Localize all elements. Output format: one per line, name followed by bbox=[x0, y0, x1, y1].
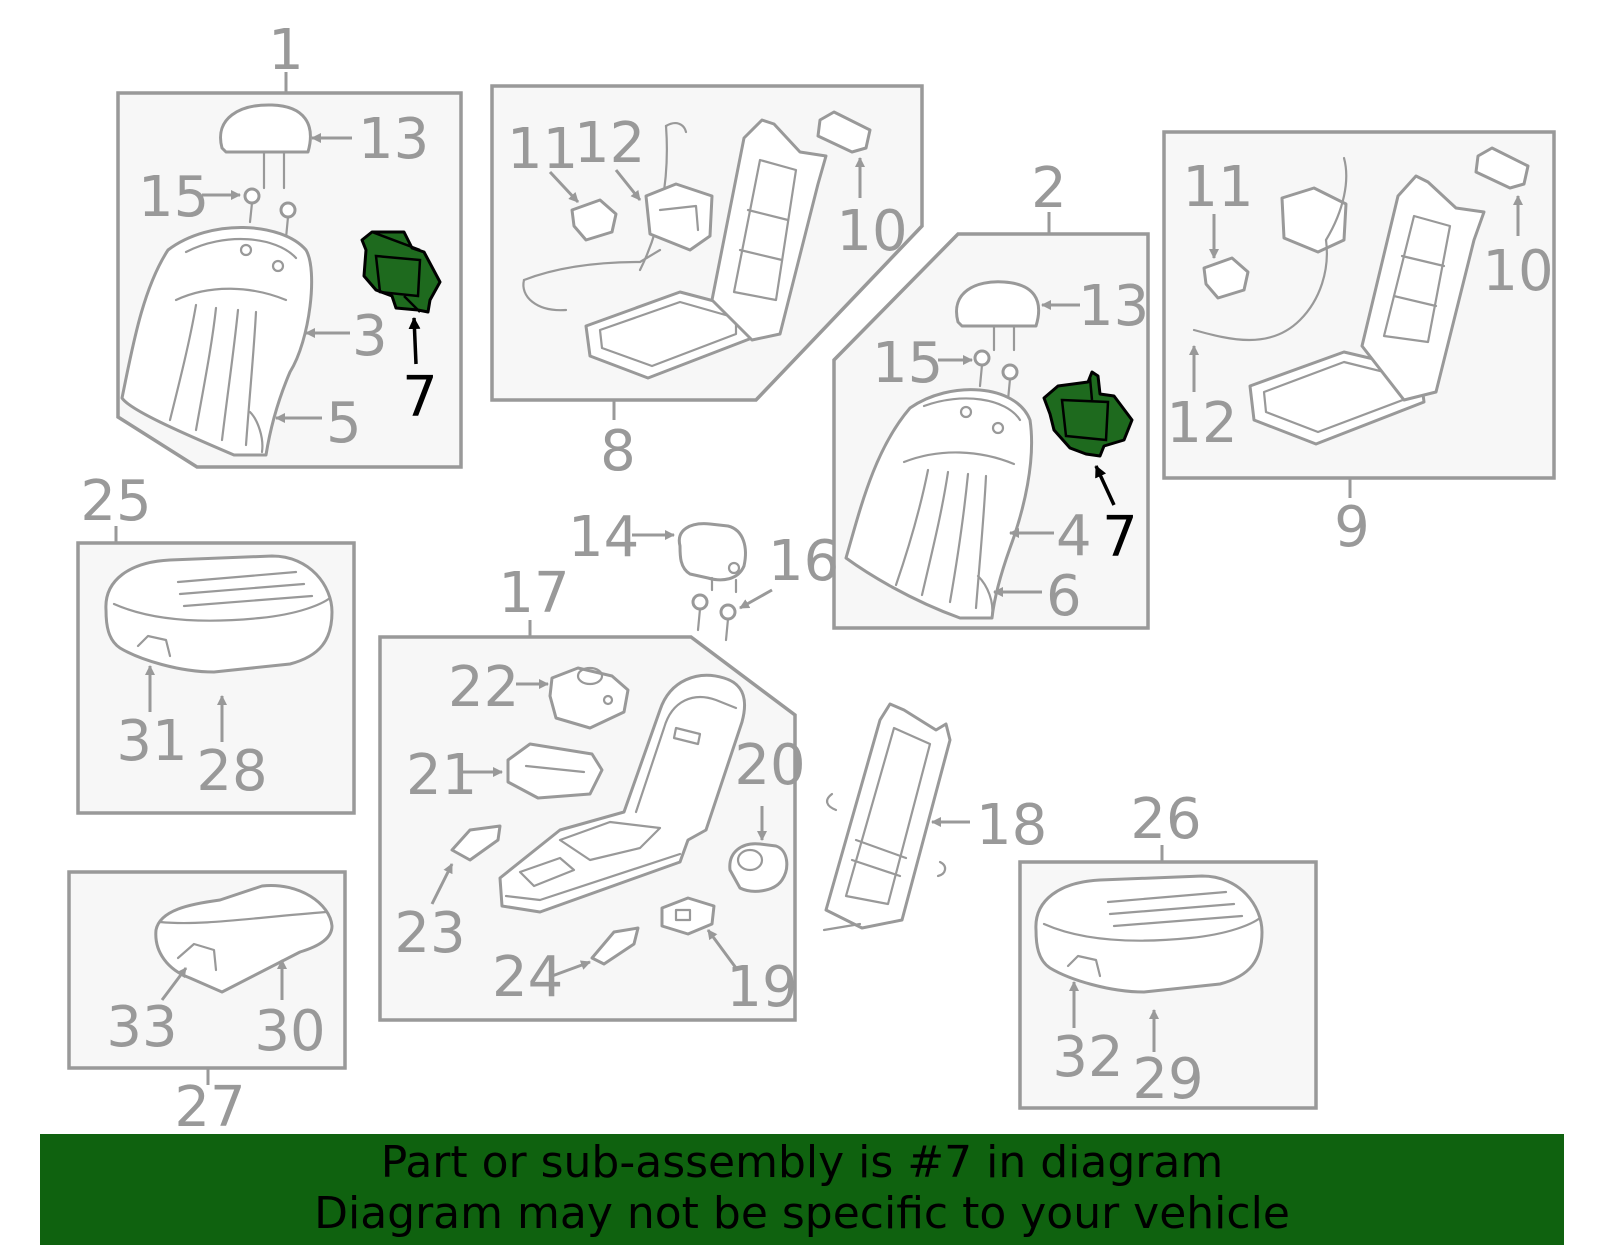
callout-27[interactable]: 27 bbox=[174, 1075, 245, 1140]
callout-5[interactable]: 5 bbox=[326, 391, 362, 456]
callout-22[interactable]: 22 bbox=[448, 655, 519, 720]
box-seat-frame-right: 9 10 11 12 bbox=[1162, 130, 1556, 560]
highlighted-part-7-right[interactable] bbox=[1042, 370, 1134, 458]
seat-back-cover-part[interactable] bbox=[120, 226, 314, 457]
callout-15[interactable]: 15 bbox=[138, 165, 209, 230]
usb-port-part[interactable] bbox=[660, 896, 716, 936]
callout-4[interactable]: 4 bbox=[1056, 504, 1092, 569]
box-armrest-assembly: 17 22 21 23 24 bbox=[378, 561, 806, 1022]
callout-12-left[interactable]: 12 bbox=[574, 111, 645, 176]
switch-right-part[interactable] bbox=[1202, 256, 1250, 300]
callout-18[interactable]: 18 bbox=[976, 793, 1047, 858]
cover-trim-24-part[interactable] bbox=[590, 926, 640, 966]
callout-13[interactable]: 13 bbox=[358, 107, 429, 172]
seat-back-cover-right-part[interactable] bbox=[844, 388, 1034, 620]
box-cushion-left: 25 31 28 bbox=[76, 469, 356, 815]
callout-7-left[interactable]: 7 bbox=[402, 365, 438, 430]
headrest-guide-part[interactable] bbox=[243, 187, 297, 240]
callout-10-left[interactable]: 10 bbox=[836, 199, 907, 264]
callout-3[interactable]: 3 bbox=[352, 304, 388, 369]
callout-10-right[interactable]: 10 bbox=[1482, 239, 1553, 304]
box-seat-frame-left: 8 10 11 12 bbox=[490, 84, 924, 484]
switch-part[interactable] bbox=[570, 198, 618, 242]
box-seat-back-left: 1 13 15 bbox=[116, 18, 463, 469]
callout-14[interactable]: 14 bbox=[568, 505, 639, 570]
highlighted-part-7-left[interactable] bbox=[360, 230, 442, 314]
callout-12-right[interactable]: 12 bbox=[1166, 391, 1237, 456]
callout-30[interactable]: 30 bbox=[254, 999, 325, 1064]
cup-holder-part[interactable] bbox=[728, 842, 789, 893]
box-armrest-cover: 27 33 30 bbox=[67, 870, 347, 1140]
banner-line-2: Diagram may not be specific to your vehi… bbox=[314, 1188, 1290, 1239]
callout-21[interactable]: 21 bbox=[406, 743, 477, 808]
callout-20[interactable]: 20 bbox=[734, 733, 805, 798]
callout-26[interactable]: 26 bbox=[1130, 787, 1201, 852]
callout-11-left[interactable]: 11 bbox=[507, 117, 578, 182]
headrest-guide-center-part[interactable] bbox=[691, 593, 737, 642]
callout-6[interactable]: 6 bbox=[1046, 564, 1082, 629]
seat-frame-right-part[interactable] bbox=[1192, 156, 1486, 446]
armrest-frame-part[interactable] bbox=[822, 702, 952, 932]
info-banner: Part or sub-assembly is #7 in diagram Di… bbox=[40, 1134, 1564, 1245]
callout-16[interactable]: 16 bbox=[768, 529, 839, 594]
callout-15-right[interactable]: 15 bbox=[872, 331, 943, 396]
harness-part[interactable] bbox=[644, 182, 714, 252]
callout-11-right[interactable]: 11 bbox=[1182, 155, 1253, 220]
callout-23[interactable]: 23 bbox=[394, 901, 465, 966]
box-cushion-right: 26 32 29 bbox=[1018, 787, 1318, 1112]
callout-19[interactable]: 19 bbox=[726, 955, 797, 1020]
callout-2[interactable]: 2 bbox=[1031, 156, 1067, 221]
trim-cover-right-part[interactable] bbox=[1474, 146, 1530, 190]
banner-line-1: Part or sub-assembly is #7 in diagram bbox=[380, 1137, 1224, 1188]
box-seat-back-right: 2 13 15 4 6 bbox=[832, 156, 1150, 630]
seat-frame-part[interactable] bbox=[522, 118, 828, 380]
headrest-part[interactable] bbox=[219, 103, 312, 190]
callout-1[interactable]: 1 bbox=[268, 18, 304, 83]
callout-13-right[interactable]: 13 bbox=[1078, 274, 1149, 339]
callout-33[interactable]: 33 bbox=[106, 995, 177, 1060]
headrest-right-part[interactable] bbox=[955, 280, 1041, 352]
callout-29[interactable]: 29 bbox=[1132, 1047, 1203, 1112]
callout-24[interactable]: 24 bbox=[492, 945, 563, 1010]
armrest-body-part[interactable] bbox=[498, 673, 747, 914]
headrest-guide-right-part[interactable] bbox=[973, 349, 1019, 402]
callout-32[interactable]: 32 bbox=[1052, 1025, 1123, 1090]
callout-8[interactable]: 8 bbox=[600, 419, 636, 484]
callout-7-right[interactable]: 7 bbox=[1102, 505, 1138, 570]
cover-trim-23-part[interactable] bbox=[450, 824, 502, 862]
callout-9[interactable]: 9 bbox=[1334, 495, 1370, 560]
control-switch-part[interactable] bbox=[548, 666, 630, 730]
headrest-center-part[interactable] bbox=[677, 522, 747, 594]
control-panel-part[interactable] bbox=[506, 742, 604, 800]
callout-25[interactable]: 25 bbox=[80, 469, 151, 534]
callout-28[interactable]: 28 bbox=[196, 739, 267, 804]
seat-cushion-right-part[interactable] bbox=[1034, 874, 1264, 994]
callout-31[interactable]: 31 bbox=[116, 709, 187, 774]
seat-cushion-left-part[interactable] bbox=[104, 554, 334, 674]
callout-17[interactable]: 17 bbox=[498, 561, 569, 626]
trim-cover-part[interactable] bbox=[816, 110, 872, 154]
